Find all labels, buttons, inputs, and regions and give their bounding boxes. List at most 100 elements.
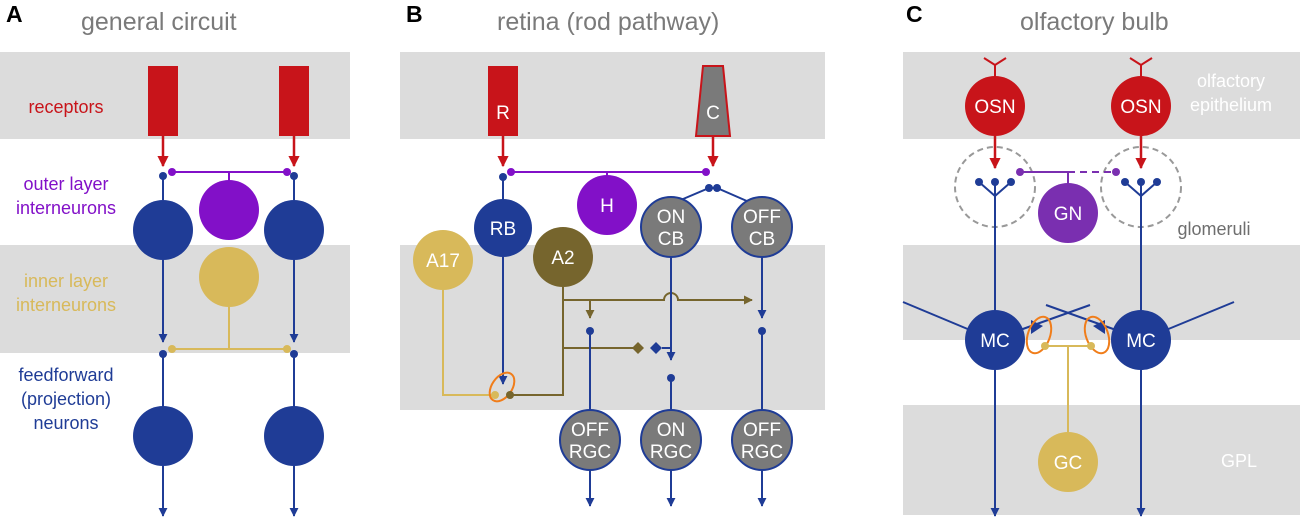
rod-photoreceptor <box>488 66 518 136</box>
horizontal-synapse-cone <box>702 168 710 176</box>
gn-label: GN <box>1054 204 1083 225</box>
rod-bipolar-label: RB <box>490 219 516 240</box>
gn-synapse-left <box>1016 168 1024 176</box>
horizontal-cell <box>577 175 637 235</box>
a17-label: A17 <box>426 251 460 272</box>
gc-synapse-right <box>1087 342 1095 350</box>
granule-cell <box>1038 432 1098 492</box>
on-rgc-label-2: RGC <box>650 442 692 463</box>
mc-right-lateral-dendrite-outer <box>1165 301 1235 331</box>
off-rgc-right-label-1: OFF <box>743 420 781 441</box>
panel-b: B retina (rod pathway) R C H RB ON CB OF… <box>400 1 825 507</box>
off-cb-dendrite-dot <box>713 184 721 192</box>
mitral-cell-left <box>965 310 1025 370</box>
cone-photoreceptor <box>694 65 732 137</box>
glomeruli-label: glomeruli <box>1177 219 1250 239</box>
inner-layer-label-2: interneurons <box>16 295 116 315</box>
feedforward-neuron-right <box>264 406 324 466</box>
receptor-left <box>148 66 178 136</box>
epithelium-label-1: olfactory <box>1197 71 1265 91</box>
mc-left-synapse-triangle <box>1031 320 1043 334</box>
receptor-right <box>279 66 309 136</box>
inner-interneuron-cell <box>199 247 259 307</box>
panel-b-title: retina (rod pathway) <box>497 8 719 36</box>
rod-bipolar-cell <box>474 199 532 257</box>
panel-c-title: olfactory bulb <box>1020 8 1169 36</box>
mc-left-tuft-dot-2 <box>991 178 999 186</box>
osn-right-cilia <box>1129 57 1153 78</box>
osn-right <box>1111 76 1171 136</box>
rod-label: R <box>496 103 510 124</box>
outer-layer-label-2: interneurons <box>16 198 116 218</box>
bipolar-cell-left <box>133 200 193 260</box>
off-rgc-left-label-2: RGC <box>569 442 611 463</box>
gn-synapse-right <box>1112 168 1120 176</box>
a2-label: A2 <box>551 248 574 269</box>
a2-amacrine-cell <box>533 227 593 287</box>
inner-synapse-left <box>168 345 176 353</box>
off-cb-label-2: CB <box>749 229 775 250</box>
feedforward-label-3: neurons <box>33 413 98 433</box>
osn-right-label: OSN <box>1120 97 1161 118</box>
a2-gap-junction-right <box>650 342 662 354</box>
mc-left-lateral-dendrite-outer <box>902 301 971 331</box>
panel-a-title: general circuit <box>81 8 237 36</box>
osn-left-cilia <box>983 57 1007 78</box>
mc-right-tuft-dot-1 <box>1121 178 1129 186</box>
panel-c-gpl-band <box>903 405 1300 515</box>
gpl-label: GPL <box>1221 451 1257 471</box>
mc-left-tuft <box>978 181 1012 220</box>
mc-left-tuft-dot-1 <box>975 178 983 186</box>
outer-interneuron-cell <box>199 180 259 240</box>
on-cb-label-1: ON <box>657 207 686 228</box>
panel-b-receptor-band <box>400 52 825 139</box>
a2-gap-junction-left <box>632 342 644 354</box>
a2-main-process <box>511 287 564 396</box>
mc-right-tuft <box>1124 181 1158 220</box>
outer-layer-label-1: outer layer <box>23 174 108 194</box>
panel-c: C olfactory bulb olfactory epithelium gl… <box>902 1 1300 517</box>
feedforward-neuron-left <box>133 406 193 466</box>
outer-synapse-right <box>283 168 291 176</box>
panel-c-letter: C <box>906 1 923 27</box>
mitral-cell-right <box>1111 310 1171 370</box>
panel-a-letter: A <box>6 1 23 27</box>
on-cb-dendrite-dot <box>705 184 713 192</box>
mc-gc-synapse-highlight-left <box>1025 315 1053 355</box>
horizontal-synapse-rod <box>507 168 515 176</box>
osn-left-label: OSN <box>974 97 1015 118</box>
off-rgc-right-label-2: RGC <box>741 442 783 463</box>
epithelium-label-2: epithelium <box>1190 95 1272 115</box>
panel-b-letter: B <box>406 1 423 27</box>
gn-cell <box>1038 183 1098 243</box>
off-rgc-left-label-1: OFF <box>571 420 609 441</box>
a17-process <box>442 290 493 396</box>
panel-a: A general circuit receptors outer layer … <box>0 1 350 517</box>
feedforward-label-1: feedforward <box>18 365 113 385</box>
receptors-label: receptors <box>28 97 103 117</box>
mc-right-label: MC <box>1126 331 1156 352</box>
mc-gc-synapse-highlight-right <box>1083 315 1111 355</box>
osn-left <box>965 76 1025 136</box>
a17-amacrine-cell <box>413 230 473 290</box>
on-rgc-label-1: ON <box>657 420 686 441</box>
mc-right-tuft-dot-2 <box>1137 178 1145 186</box>
panel-b-inner-band <box>400 245 825 410</box>
feedforward-label-2: (projection) <box>21 389 111 409</box>
mc-left-label: MC <box>980 331 1010 352</box>
horizontal-cell-label: H <box>600 196 614 217</box>
a17-synapse-dot <box>491 391 499 399</box>
mc-right-synapse-triangle <box>1093 320 1105 334</box>
a2-synapse-dot <box>506 391 514 399</box>
mc-left-tuft-dot-3 <box>1007 178 1015 186</box>
inner-synapse-right <box>283 345 291 353</box>
cone-label: C <box>706 103 720 124</box>
off-cb-label-1: OFF <box>743 207 781 228</box>
inner-layer-label-1: inner layer <box>24 271 108 291</box>
gc-synapse-left <box>1041 342 1049 350</box>
gc-label: GC <box>1054 453 1083 474</box>
bipolar-cell-right <box>264 200 324 260</box>
mc-right-tuft-dot-3 <box>1153 178 1161 186</box>
on-cb-label-2: CB <box>658 229 684 250</box>
